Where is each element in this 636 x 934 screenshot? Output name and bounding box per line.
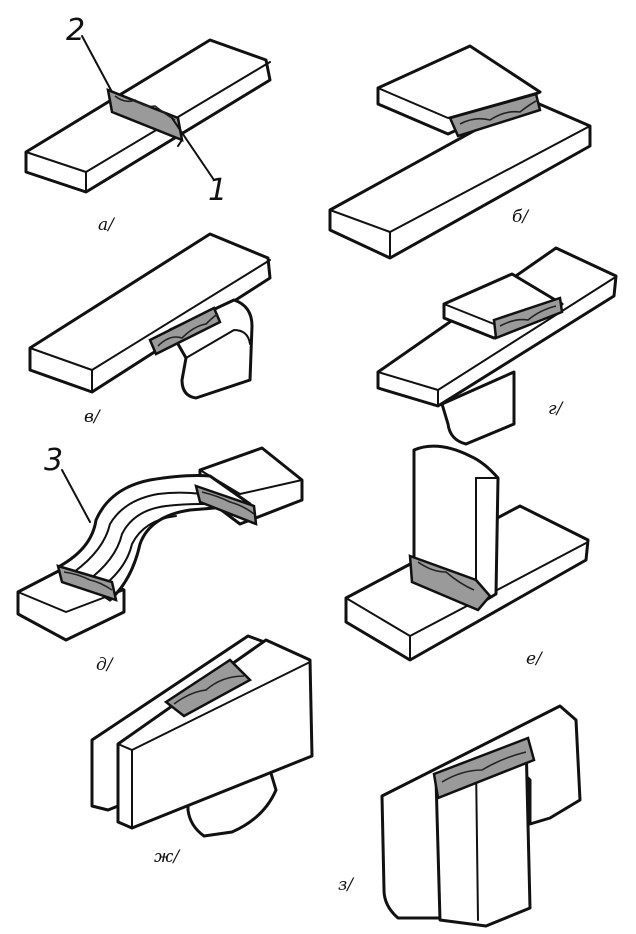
panel-b-lap-joint: б/ xyxy=(328,44,592,260)
panel-d-strap-joint: 3 д/ xyxy=(16,443,304,675)
panel-zh-edge-joint: ж/ xyxy=(90,634,314,867)
callout-number-2: 2 xyxy=(66,13,85,48)
panel-label-d: д/ xyxy=(96,655,115,675)
panel-z-cross-joint: з/ xyxy=(338,704,582,928)
panel-label-zh: ж/ xyxy=(154,847,181,867)
panel-label-v: в/ xyxy=(84,407,102,427)
panel-e-t-joint: е/ xyxy=(344,444,590,669)
callout-number-1: 1 xyxy=(208,173,227,208)
panel-a-butt-joint: 2 1 а/ xyxy=(24,13,272,235)
callout-number-3: 3 xyxy=(44,443,63,478)
panel-label-g: г/ xyxy=(548,399,565,419)
panel-label-z: з/ xyxy=(338,875,355,895)
panel-label-b: б/ xyxy=(512,207,530,227)
panel-g-cover-plate-joint: г/ xyxy=(376,246,618,446)
panel-v-corner-joint: в/ xyxy=(28,232,272,427)
panel-label-e: е/ xyxy=(526,649,544,669)
panel-label-a: а/ xyxy=(98,215,116,235)
